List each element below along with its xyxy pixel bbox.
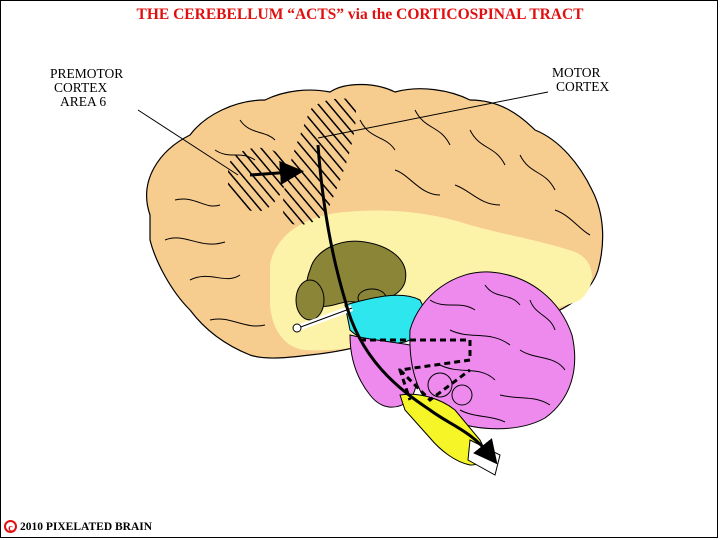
motor-leader-line [317,91,549,139]
premotor-label-line-3: AREA 6 [60,94,107,109]
copyright-text: 2010 PIXELATED BRAIN [20,520,153,533]
premotor-label-line-1: PREMOTOR [50,66,124,81]
basal-nucleus [295,279,325,321]
premotor-label-line-2: CORTEX [54,80,108,95]
figure-title: THE CEREBELLUM “ACTS” via the CORTICOSPI… [136,6,584,23]
copyright-notice: c 2010 PIXELATED BRAIN [4,520,153,534]
motor-label-line-2: CORTEX [556,79,610,94]
corticospinal-tract-arrow [316,144,498,465]
copyright-icon: c [4,520,17,534]
premotor-to-motor-arrow [249,160,304,185]
motor-label: MOTOR CORTEX [552,66,609,94]
decussation-dashed [360,338,472,401]
spinal-cord [467,439,501,476]
premotor-area-region [228,147,288,212]
premotor-label: PREMOTOR CORTEX AREA 6 [50,67,123,109]
premotor-leader-line [137,109,239,176]
motor-label-line-1: MOTOR [552,65,601,80]
